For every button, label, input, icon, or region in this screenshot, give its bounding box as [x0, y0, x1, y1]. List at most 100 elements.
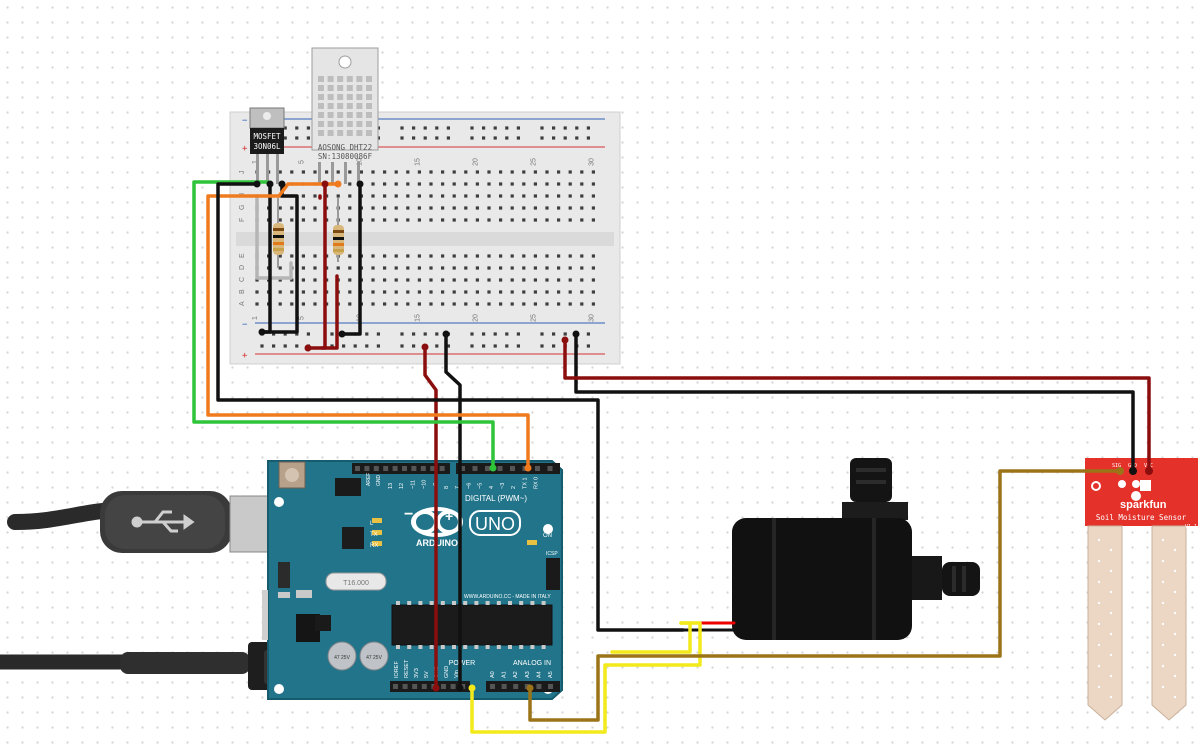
- wire-yellow-vin: [470, 621, 702, 734]
- arduino-digital-pin-label: 7: [455, 486, 461, 489]
- arduino-analog-pin-label: A1: [502, 671, 508, 678]
- breadboard-col-number: 10: [356, 158, 363, 166]
- breadboard-row-letter: A: [239, 301, 246, 306]
- arduino-digital-pin-label: ~5: [478, 483, 484, 489]
- wire-yellow-vin-2: [610, 621, 692, 654]
- svg-text:+: +: [242, 144, 248, 154]
- arduino-power-pin-label: GND: [444, 666, 450, 678]
- sensor-pin-sig: SIG: [1112, 463, 1121, 469]
- soil-moisture-sensor: sparkfun Soil Moisture Sensor V1.1 SIG G…: [1085, 458, 1198, 721]
- svg-text:−: −: [404, 506, 413, 523]
- svg-text:+: +: [242, 351, 248, 361]
- arduino-digital-label: DIGITAL (PWM~): [465, 494, 527, 503]
- wire-brown-a1: [528, 469, 1122, 722]
- arduino-url-label: WWW.ARDUINO.CC - MADE IN ITALY: [464, 594, 551, 600]
- wire-red-sensor-vcc: [563, 338, 1151, 473]
- breadboard-col-number: 15: [414, 158, 421, 166]
- breadboard-col-number: 30: [588, 158, 595, 166]
- dht22-label-2: SN:13080086F: [318, 152, 373, 161]
- wire-grey-mosfet: [255, 196, 293, 280]
- arduino-analog-pin-label: A3: [525, 671, 531, 678]
- arduino-crystal-label: T16.000: [343, 580, 369, 587]
- sensor-brand-label: sparkfun: [1120, 499, 1167, 511]
- arduino-analog-pin-label: A5: [548, 671, 554, 678]
- arduino-power-pin-label: RESET: [404, 659, 410, 678]
- breadboard-col-number: 25: [530, 314, 537, 322]
- breadboard: − + − + 115510101515202025253030 JIHGFED…: [229, 111, 621, 365]
- breadboard-col-number: 5: [298, 160, 305, 164]
- mosfet-label-1: MOSFET: [253, 132, 281, 141]
- breadboard-col-number: 5: [298, 316, 305, 320]
- arduino-digital-pin-label: TX 1: [522, 477, 528, 489]
- wire-endpoints: [253, 180, 1153, 692]
- mosfet-label-2: 3ON06L: [253, 142, 281, 151]
- arduino-power-pin-label: 3V3: [414, 668, 420, 678]
- breadboard-row-letter: G: [239, 205, 246, 210]
- breadboard-col-number: 20: [472, 158, 479, 166]
- arduino-power-pin-label: 5V: [424, 671, 430, 678]
- arduino-digital-pin-label: ~3: [500, 483, 506, 489]
- arduino-l-label: L: [370, 521, 374, 527]
- sensor-name-label: Soil Moisture Sensor: [1096, 513, 1187, 522]
- arduino-power-pin-label: IOREF: [394, 661, 400, 678]
- arduino-aref-label: AREF: [366, 473, 372, 486]
- arduino-cap1-label: 47 25V: [334, 655, 351, 661]
- arduino-analog-pin-label: A0: [490, 671, 496, 678]
- arduino-uno: − + UNO ARDUINO DIGITAL (PWM~) POWER ANA…: [262, 460, 563, 700]
- arduino-digital-pin-label: 2: [511, 486, 517, 489]
- arduino-rx-label: RX: [370, 543, 378, 549]
- arduino-cap2-label: 47 25V: [366, 655, 383, 661]
- breadboard-row-letter: B: [239, 289, 246, 294]
- arduino-digital-pin-label: 8: [444, 486, 450, 489]
- arduino-digital-pin-label: 4: [489, 486, 495, 489]
- usb-icon: [131, 510, 195, 533]
- breadboard-row-letter: E: [239, 253, 246, 258]
- breadboard-col-number: 1: [252, 160, 259, 164]
- arduino-digital-pin-label: RX 0: [534, 477, 540, 489]
- arduino-digital-pin-label: ~10: [422, 480, 428, 489]
- wires: [192, 180, 1151, 734]
- arduino-analog-label: ANALOG IN: [513, 660, 551, 667]
- arduino-analog-pin-label: A4: [536, 671, 542, 678]
- wire-red-res: [320, 274, 339, 350]
- breadboard-col-number: 30: [588, 314, 595, 322]
- svg-text:+: +: [445, 508, 453, 524]
- water-pump: [732, 458, 980, 640]
- arduino-digital-pin-label: 12: [399, 483, 405, 489]
- arduino-tx-label: TX: [370, 532, 378, 538]
- arduino-on-label: ON: [543, 533, 552, 539]
- breadboard-row-letter: F: [239, 218, 246, 222]
- arduino-power-pin-label: Vin: [454, 670, 460, 678]
- svg-text:−: −: [242, 116, 248, 126]
- wire-black-pump: [216, 182, 685, 632]
- sensor-version-label: V1.1: [1185, 524, 1197, 530]
- breadboard-col-number: 1: [252, 316, 259, 320]
- arduino-analog-pin-label: A2: [513, 671, 519, 678]
- resistor-1: [273, 198, 284, 268]
- arduino-digital-pin-label: ~11: [410, 480, 416, 489]
- mosfet: MOSFET 3ON06L: [249, 107, 285, 184]
- wire-red-5v: [423, 345, 438, 690]
- arduino-digital-pin-label: 13: [388, 483, 394, 489]
- resistor-2: [333, 198, 344, 262]
- wire-black-dht: [340, 182, 362, 336]
- arduino-model-label: UNO: [475, 514, 515, 534]
- breadboard-col-number: 20: [472, 314, 479, 322]
- wire-orange-d2: [206, 182, 530, 470]
- arduino-digital-pin-label: ~6: [466, 483, 472, 489]
- arduino-icsp-label: ICSP: [546, 551, 558, 557]
- wire-black-sensor-gnd: [574, 332, 1135, 473]
- dht22-sensor: AOSONG DHT22 SN:13080086F: [311, 47, 379, 184]
- svg-text:−: −: [242, 320, 248, 330]
- breadboard-row-letter: J: [239, 171, 246, 175]
- breadboard-col-number: 25: [530, 158, 537, 166]
- breadboard-col-number: 15: [414, 314, 421, 322]
- dht22-label-1: AOSONG DHT22: [318, 143, 372, 152]
- wire-green-d5: [192, 180, 495, 470]
- arduino-gnd-label: GND: [376, 475, 382, 487]
- breadboard-row-letter: D: [239, 265, 246, 270]
- wire-black-gnd: [444, 332, 462, 690]
- arduino-power-label: POWER: [449, 660, 475, 667]
- breadboard-row-letter: C: [239, 277, 246, 282]
